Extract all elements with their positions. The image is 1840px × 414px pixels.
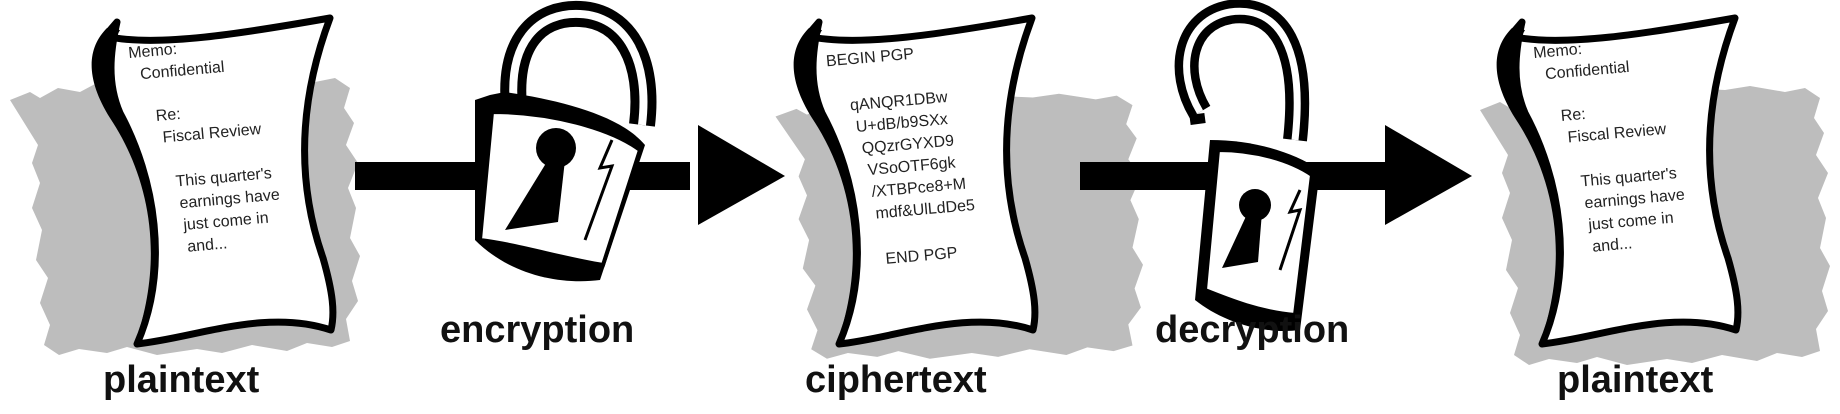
label-decryption: decryption <box>1155 309 1349 351</box>
doc-line: Memo: <box>128 41 178 62</box>
doc-line: and... <box>187 235 228 255</box>
doc-line: Re: <box>1560 106 1586 125</box>
plaintext-document-left: Memo: Confidential Re: Fiscal Review Thi… <box>10 18 360 355</box>
label-plaintext-left: plaintext <box>103 359 260 401</box>
open-lock-icon <box>1174 0 1320 331</box>
plaintext-document-right: Memo: Confidential Re: Fiscal Review Thi… <box>1480 18 1830 365</box>
cipher-end: END PGP <box>885 245 958 268</box>
doc-line: and... <box>1592 235 1633 255</box>
arrowhead-icon <box>1385 125 1472 225</box>
closed-lock-icon <box>475 0 657 282</box>
label-ciphertext: ciphertext <box>805 359 987 401</box>
doc-line: Re: <box>155 106 181 125</box>
label-encryption: encryption <box>440 309 634 351</box>
ciphertext-document: BEGIN PGP qANQR1DBw U+dB/b9SXx QQzrGYXD9… <box>775 18 1143 359</box>
doc-line: Memo: <box>1533 41 1583 62</box>
label-plaintext-right: plaintext <box>1557 359 1714 401</box>
arrowhead-icon <box>698 125 785 225</box>
